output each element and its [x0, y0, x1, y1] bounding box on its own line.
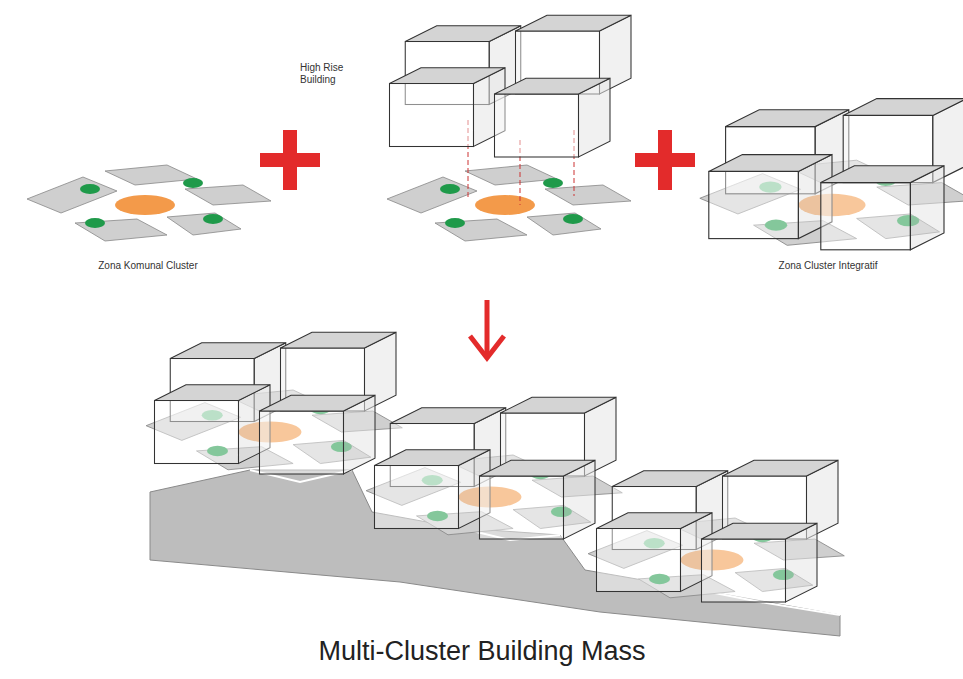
figure-label: High Rise Building — [300, 62, 356, 85]
diagram-caption: Multi-Cluster Building Mass — [318, 636, 645, 667]
figure-label: Zona Cluster Integratif — [779, 260, 878, 272]
figure-label: Zona Komunal Cluster — [98, 260, 198, 272]
